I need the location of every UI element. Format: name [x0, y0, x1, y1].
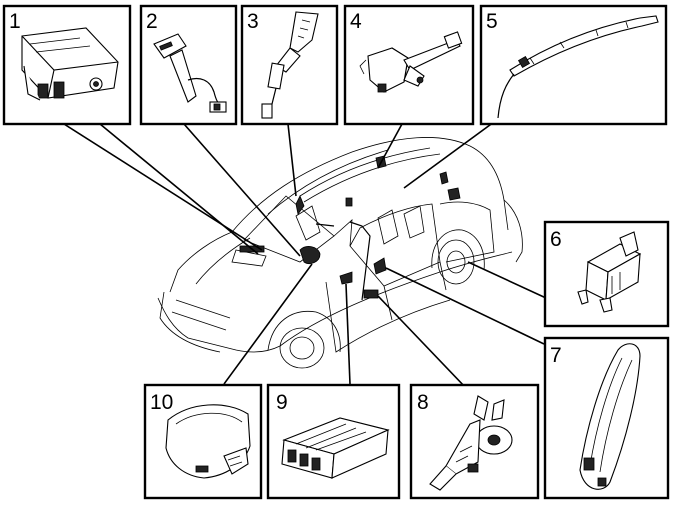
driver-airbag-module-icon [165, 404, 251, 479]
passenger-airbag-module-icon [21, 27, 119, 101]
leader-lines [63, 121, 547, 389]
callout-label-8: 8 [417, 391, 429, 414]
callout-label-9: 9 [276, 391, 288, 414]
callout-label-6: 6 [550, 228, 562, 251]
callout-label-10: 10 [150, 391, 173, 414]
callout-label-2: 2 [146, 10, 158, 33]
callout-box-3: 3 [240, 4, 339, 126]
steering-column-icon [359, 31, 463, 93]
belt-pretensioner-icon [429, 395, 513, 491]
callout-box-4: 4 [343, 4, 475, 126]
callout-label-4: 4 [350, 10, 362, 33]
side-airbag-icon [579, 343, 641, 490]
callout-label-5: 5 [486, 10, 498, 33]
inflatable-curtain-icon [497, 15, 659, 119]
seatbelt-buckle-icon [153, 33, 227, 113]
callout-box-2: 2 [139, 4, 238, 126]
callout-label-1: 1 [9, 10, 21, 33]
callout-label-7: 7 [550, 344, 562, 367]
callout-box-6: 6 [543, 220, 670, 328]
callout-box-9: 9 [266, 383, 401, 500]
side-impact-sensor-icon [577, 231, 642, 313]
callout-box-10: 10 [143, 383, 263, 500]
callout-box-5: 5 [479, 4, 668, 126]
car-body [157, 137, 523, 369]
belt-tensioner-icon [261, 11, 319, 119]
callout-label-3: 3 [247, 10, 259, 33]
callout-box-1: 1 [2, 4, 132, 126]
callout-box-8: 8 [409, 383, 540, 500]
callout-box-7: 7 [543, 336, 670, 500]
srs-control-module-icon [281, 417, 390, 479]
